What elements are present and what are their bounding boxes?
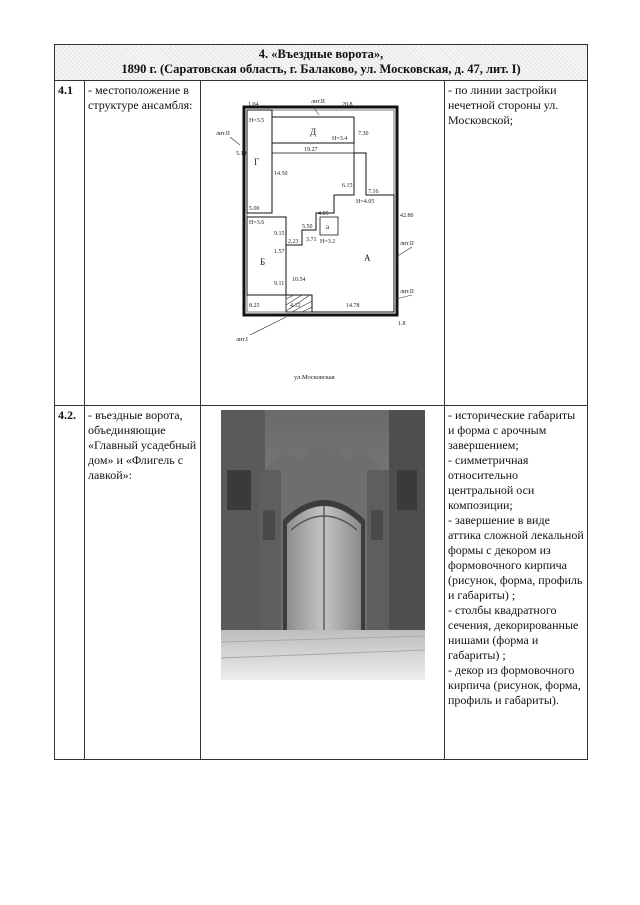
table-row: 4.1 - местоположение в структуре ансамбл… — [54, 80, 588, 406]
row-description: - по линии застройки нечетной стороны ул… — [444, 80, 588, 406]
dimension-label: 1.8 — [398, 321, 406, 327]
height-label: Н=3.2 — [320, 239, 335, 245]
dimension-label: 8.25 — [249, 303, 260, 309]
dimension-label: 42.80 — [400, 213, 414, 219]
label-building-b: Б — [260, 257, 265, 267]
label-building-d: Д — [310, 127, 316, 137]
row-number: 4.2. — [54, 405, 85, 760]
table-row: 4.2. - въездные ворота, объединяющие «Гл… — [54, 405, 588, 760]
list-item: - завершение в виде аттика сложной лекал… — [448, 513, 584, 602]
building-small-a — [319, 216, 338, 236]
dimension-label: 14.50 — [274, 171, 288, 177]
label-building-g: Г — [254, 157, 259, 167]
dimension-label: 9.11 — [274, 281, 284, 287]
dimension-label: 10.54 — [292, 277, 306, 283]
dimension-label: 4.12 — [290, 303, 301, 309]
lit-label-right-low: лит.II — [400, 289, 414, 295]
dimension-label: 5.50 — [302, 224, 313, 230]
label-building-small-a: а — [326, 223, 330, 231]
gate-area — [285, 294, 312, 313]
building-g — [246, 109, 272, 214]
dimension-label: 4.05 — [318, 211, 329, 217]
table-header: 4. «Въездные ворота», 1890 г. (Саратовск… — [54, 44, 588, 81]
lit-label-right-mid: лит.II — [400, 241, 414, 247]
building-a — [285, 152, 394, 313]
header-title: 4. «Въездные ворота», — [258, 47, 384, 61]
list-item: - столбы квадратного сечения, декорирова… — [448, 603, 579, 662]
row-description-list: - исторические габариты и форма с арочны… — [444, 405, 588, 760]
row-label: - въездные ворота, объединяющие «Главный… — [84, 405, 201, 760]
height-label: Н=4.05 — [356, 199, 374, 205]
dimension-label: 1.04 — [248, 102, 259, 108]
monument-table: 4. «Въездные ворота», 1890 г. (Саратовск… — [54, 44, 588, 760]
row-label: - местоположение в структуре ансамбля: — [84, 80, 201, 406]
dimension-label: 6.15 — [342, 183, 353, 189]
dimension-label: 19.27 — [304, 147, 318, 153]
height-label: Н=3.6 — [249, 220, 264, 226]
gate-photo-cell — [200, 405, 445, 760]
lit-label-top: лит.II — [311, 99, 325, 105]
dimension-label: 5.00 — [249, 206, 260, 212]
site-boundary — [242, 105, 398, 317]
lit-label-left: лит.II — [216, 131, 230, 137]
height-label: Н=3.4 — [332, 136, 347, 142]
row-number: 4.1 — [54, 80, 85, 406]
site-plan-drawing: А Б Г Д а лит.II лит.II лит.II лит.II ли… — [216, 99, 414, 381]
dimension-label: 20.8 — [342, 102, 353, 108]
dimension-label: 14.78 — [346, 303, 360, 309]
dimension-label: 7.30 — [358, 131, 369, 137]
gate-photo — [220, 410, 425, 680]
header-subtitle: 1890 г. (Саратовская область, г. Балаков… — [121, 62, 521, 76]
label-building-a: А — [364, 253, 371, 263]
lit-label-bottom: лит.I — [236, 337, 248, 343]
dimension-label: 9.15 — [274, 231, 285, 237]
dimension-label: 5.19 — [236, 151, 247, 157]
list-item: - симметричная относительно центральной … — [448, 453, 535, 512]
dimension-label: 7.16 — [368, 189, 379, 195]
site-plan-cell: А Б Г Д а лит.II лит.II лит.II лит.II ли… — [200, 80, 445, 406]
list-item: - декор из формовочного кирпича (рисунок… — [448, 663, 581, 707]
dimension-label: 3.71 — [306, 237, 317, 243]
height-label: Н=3.5 — [249, 118, 264, 124]
list-item: - исторические габариты и форма с арочны… — [448, 408, 576, 452]
street-label: ул.Московская — [294, 374, 335, 381]
dimension-label: 2.23 — [288, 239, 299, 245]
dimension-label: 1.57 — [274, 249, 285, 255]
